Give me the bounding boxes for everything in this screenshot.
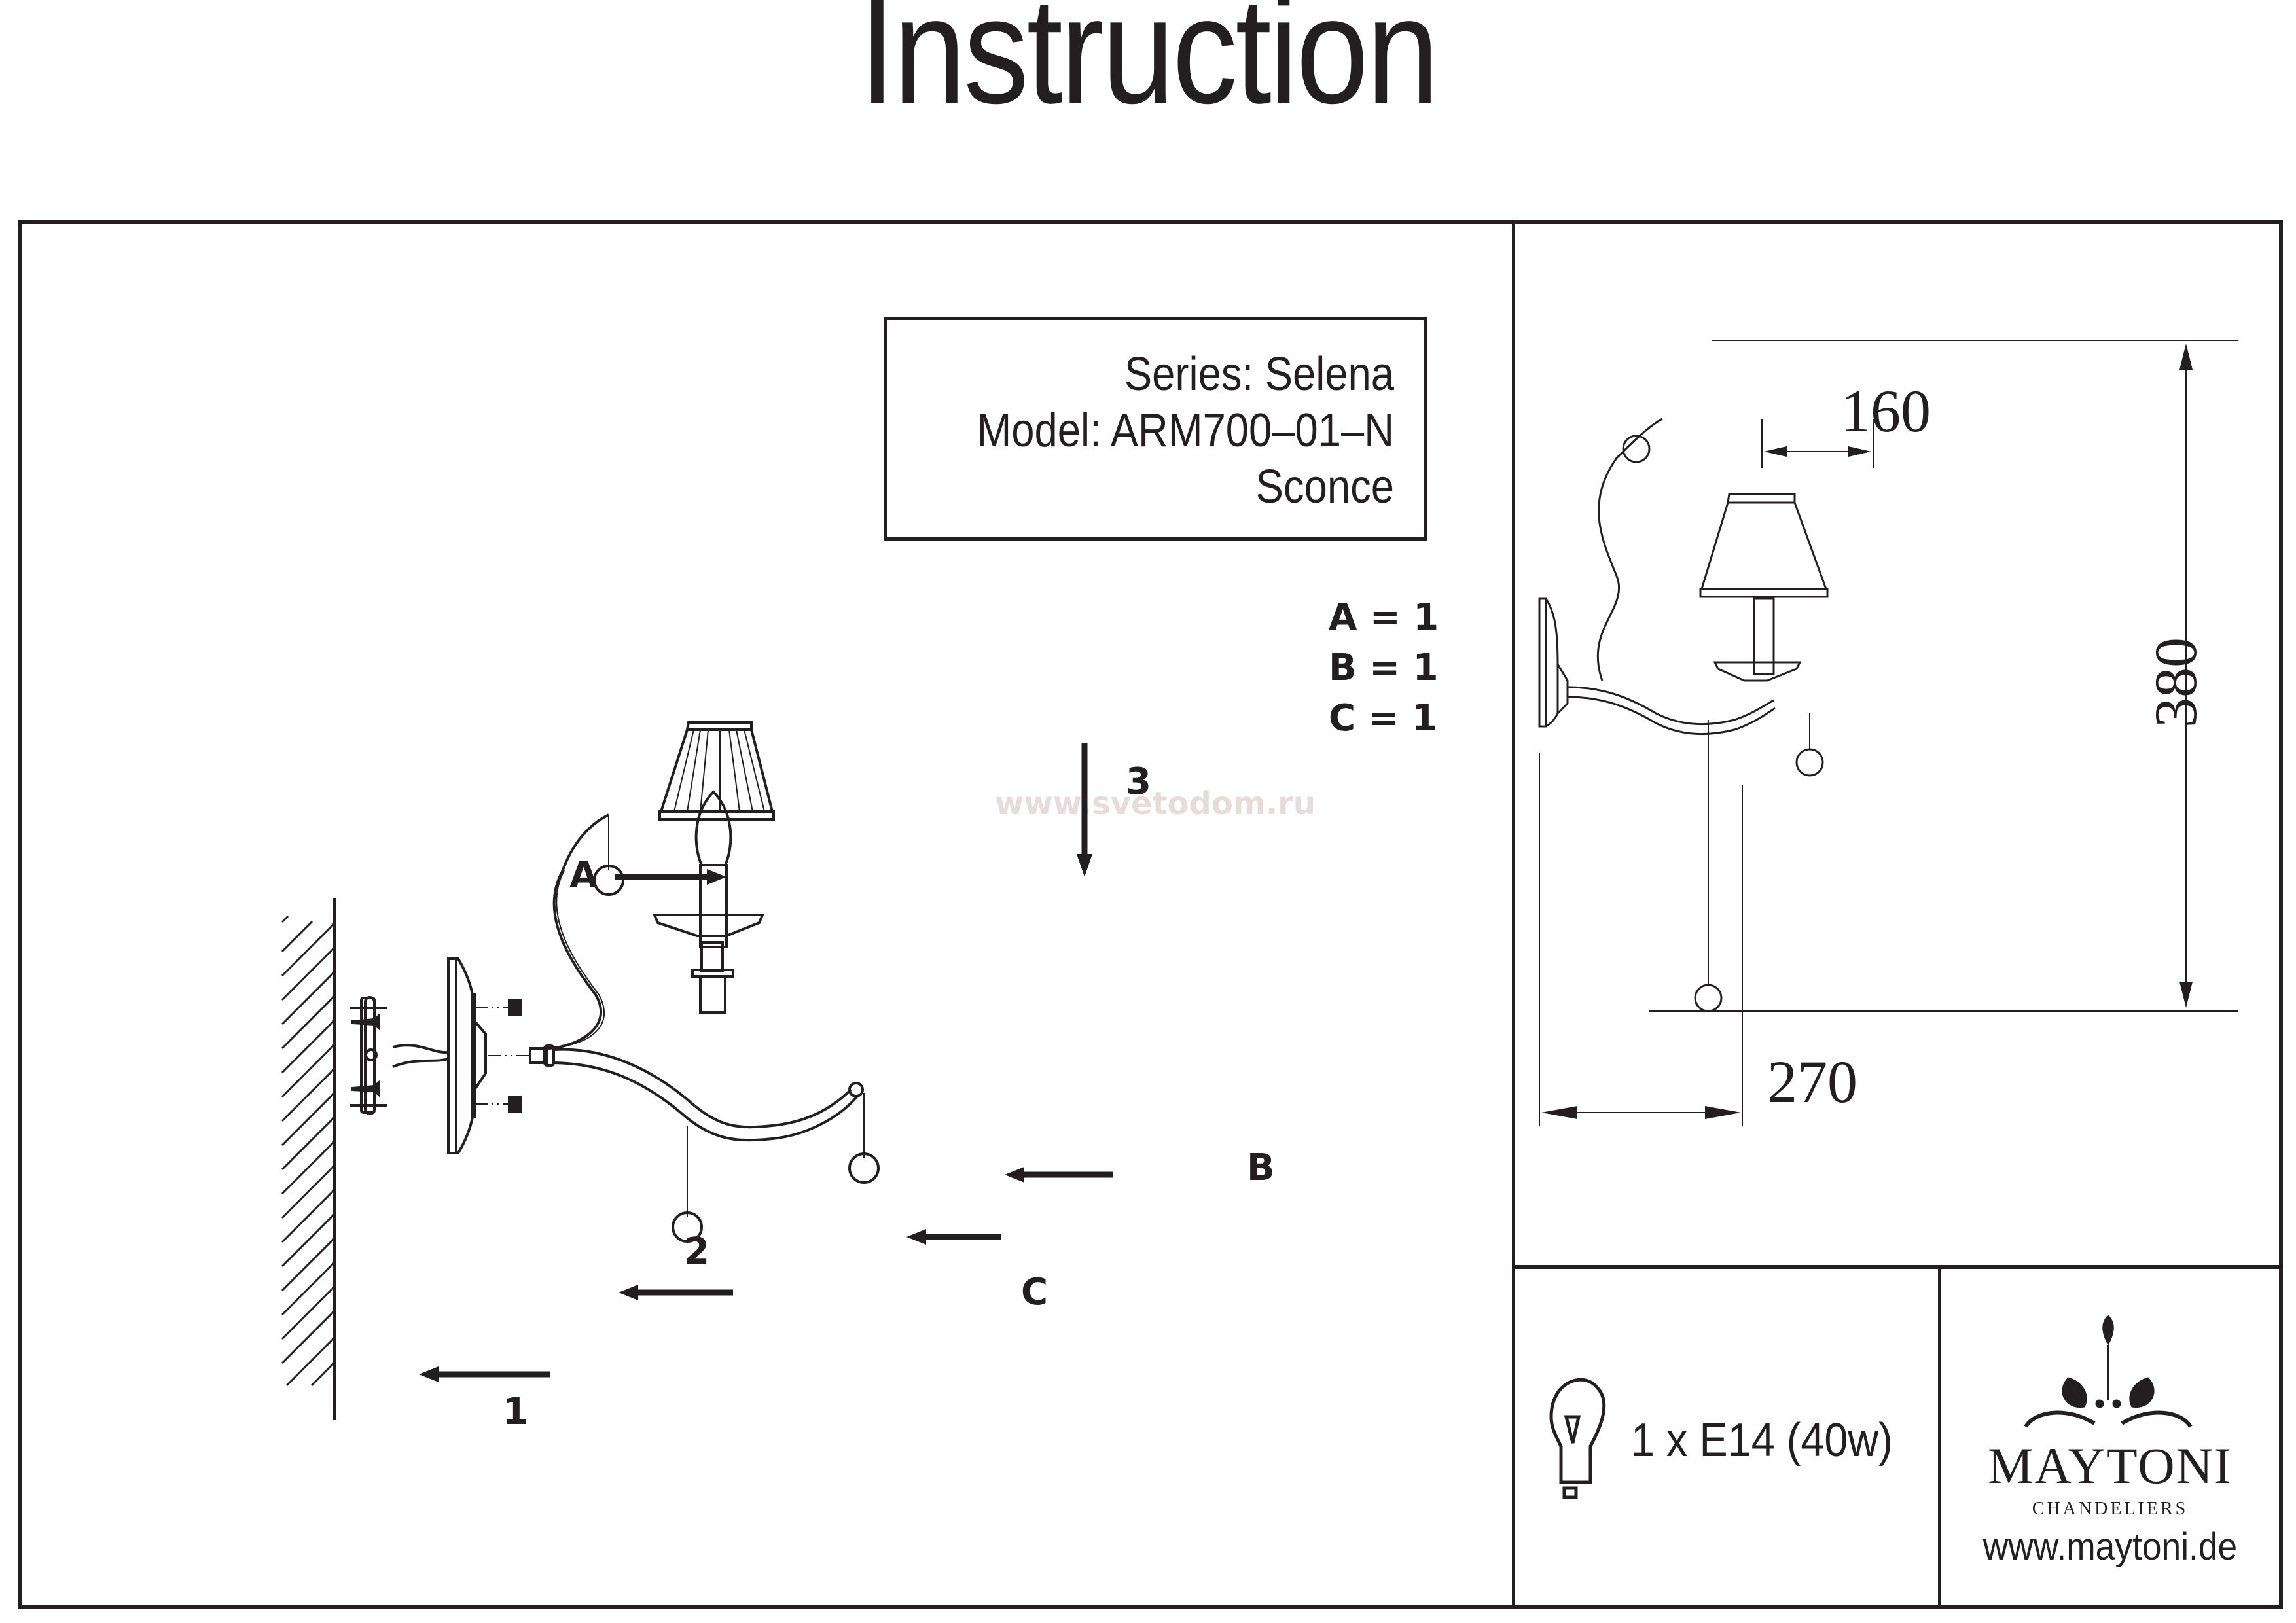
horizontal-divider: [1512, 1265, 2279, 1269]
crystal-b: [848, 1093, 880, 1184]
watermark: www.svetodom.ru: [995, 785, 1316, 822]
crystal-a: [593, 815, 624, 896]
lamp-shade: [658, 721, 775, 821]
step-3-label: 3: [1126, 760, 1151, 803]
model-label: Model: ARM700–01–N: [977, 404, 1394, 457]
wall-hatch: [281, 898, 336, 1420]
part-a-count: A = 1: [1329, 596, 1439, 639]
bulb-spec: 1 x E14 (40w): [1631, 1414, 1893, 1467]
arm-side: [1567, 686, 1774, 726]
footer-divider: [1938, 1267, 1941, 1605]
instruction-frame: [18, 220, 2283, 1609]
shade-side: [1699, 493, 1829, 682]
part-label-a: A: [569, 854, 598, 897]
part-label-b: B: [1247, 1147, 1275, 1189]
step-1-label: 1: [503, 1391, 528, 1433]
part-label-c: C: [1021, 1271, 1049, 1313]
dimension-total-depth: 270: [1767, 1048, 1857, 1115]
step-2-label: 2: [684, 1230, 709, 1273]
brand-subtitle: CHANDELIERS: [2032, 1499, 2189, 1519]
series-label: Series: Selena: [1124, 348, 1394, 401]
scroll-arm: [1596, 418, 1663, 681]
assembly-arrows: [435, 743, 1113, 1378]
parts-list: A = 1 B = 1 C = 1: [1329, 592, 1439, 743]
part-b-count: B = 1: [1329, 647, 1439, 689]
backplate: [447, 957, 487, 1154]
brand-name: MAYTONI: [1988, 1437, 2233, 1494]
dimension-shade-width: 160: [1840, 378, 1931, 444]
product-info-box: Series: Selena Model: ARM700–01–N Sconce: [884, 317, 1427, 541]
crystal-top: [1622, 435, 1651, 463]
wire: [392, 1058, 449, 1068]
brand-website[interactable]: www.maytoni.de: [1982, 1525, 2238, 1568]
part-c-count: C = 1: [1329, 697, 1437, 740]
page-title: Instruction: [859, 0, 1439, 135]
product-type-label: Sconce: [1255, 461, 1394, 513]
crystal-c: [672, 1126, 703, 1243]
lamp-arm: [529, 813, 864, 1142]
mounting-bar: [350, 996, 387, 1115]
vertical-divider: [1512, 220, 1515, 1605]
backplate-side: [1538, 597, 1569, 728]
wire: [392, 1044, 449, 1054]
candle-bulb: [694, 790, 732, 866]
